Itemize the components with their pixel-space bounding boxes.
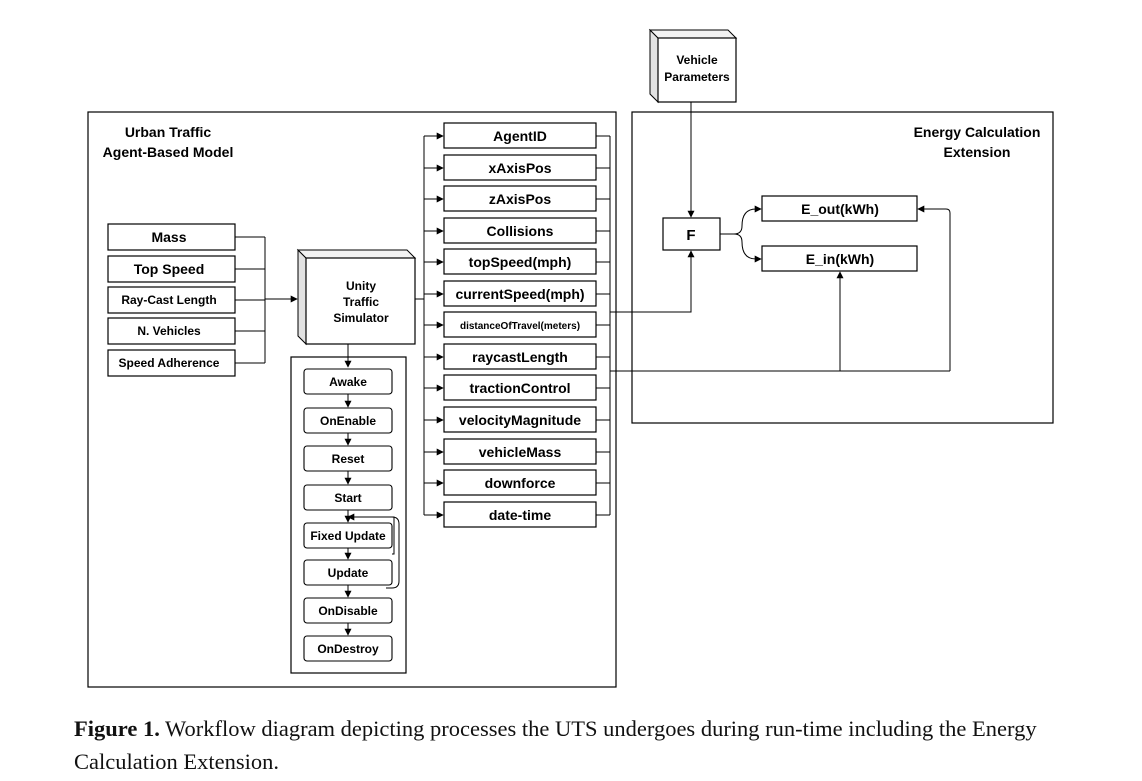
output-box (443, 185, 597, 212)
lifecycle-label: OnEnable (320, 414, 376, 428)
energy-in-box (761, 245, 918, 272)
lifecycle-step (303, 635, 393, 662)
output-label: AgentID (493, 128, 547, 144)
input-list: Mass Top Speed Ray-Cast Length N. Vehicl… (107, 223, 236, 377)
input-label: Mass (151, 229, 186, 245)
unity-line-2: Traffic (343, 295, 379, 309)
output-box (443, 217, 597, 244)
input-label: Ray-Cast Length (121, 293, 216, 307)
output-list: AgentID xAxisPos zAxisPos Collisions top… (443, 122, 597, 528)
output-box (443, 154, 597, 181)
output-label: zAxisPos (489, 191, 551, 207)
energy-in-label: E_in(kWh) (806, 251, 874, 267)
input-box (107, 286, 236, 314)
output-box (443, 311, 597, 338)
input-label: Speed Adherence (119, 356, 220, 370)
lifecycle-label: Start (334, 491, 361, 505)
output-label: xAxisPos (488, 160, 551, 176)
urban-traffic-panel (87, 111, 617, 688)
output-label: Collisions (487, 223, 554, 239)
input-box (107, 223, 236, 251)
urban-traffic-title-line-2: Agent-Based Model (103, 144, 234, 160)
output-label: raycastLength (472, 349, 568, 365)
lifecycle-steps: Awake OnEnable Reset Start Fixed Update … (303, 368, 393, 662)
input-label: N. Vehicles (137, 324, 201, 338)
input-connectors (235, 236, 298, 364)
unity-line-3: Simulator (333, 311, 389, 325)
output-label: downforce (485, 475, 556, 491)
function-f-label: F (686, 227, 695, 244)
energy-out-box (761, 195, 918, 222)
output-label: topSpeed(mph) (469, 254, 572, 270)
lifecycle-label: Update (328, 566, 369, 580)
lifecycle-label: Awake (329, 375, 367, 389)
output-box (443, 406, 597, 433)
output-label: vehicleMass (479, 444, 562, 460)
lifecycle-label: Reset (332, 452, 365, 466)
input-box (107, 255, 236, 283)
input-box (107, 317, 236, 345)
caption-label: Figure 1. (74, 716, 160, 741)
urban-traffic-title-line-1: Urban Traffic (125, 124, 212, 140)
energy-extension-title-line-1: Energy Calculation (914, 124, 1041, 140)
output-label: tractionControl (469, 380, 570, 396)
output-label: currentSpeed(mph) (455, 286, 584, 302)
energy-extension-title-line-2: Extension (944, 144, 1011, 160)
output-box (443, 438, 597, 465)
lifecycle-arrows (344, 394, 400, 636)
output-label: velocityMagnitude (459, 412, 581, 428)
lifecycle-label: OnDisable (318, 604, 378, 618)
caption-text: Workflow diagram depicting processes the… (74, 716, 1037, 774)
energy-connectors (610, 102, 951, 372)
output-label: date-time (489, 507, 551, 523)
figure-caption: Figure 1. Workflow diagram depicting pro… (74, 712, 1134, 778)
output-label: distanceOfTravel(meters) (460, 321, 580, 332)
output-box (443, 122, 597, 149)
output-box (443, 280, 597, 307)
output-box (443, 501, 597, 528)
vehicle-parameters-line-2: Parameters (664, 70, 730, 84)
lifecycle-label: OnDestroy (317, 642, 379, 656)
vehicle-parameters-line-1: Vehicle (676, 53, 718, 67)
output-box (443, 469, 597, 496)
lifecycle-label: Fixed Update (310, 529, 386, 543)
input-label: Top Speed (134, 261, 205, 277)
energy-extension-panel (631, 111, 1054, 424)
unity-line-1: Unity (346, 279, 376, 293)
output-arrows (415, 132, 444, 519)
vehicle-parameters-box: Vehicle Parameters (648, 28, 738, 104)
input-box (107, 349, 236, 377)
unity-traffic-simulator-box: Unity Traffic Simulator (296, 248, 417, 346)
output-collector (596, 135, 611, 516)
energy-out-label: E_out(kWh) (801, 201, 879, 217)
